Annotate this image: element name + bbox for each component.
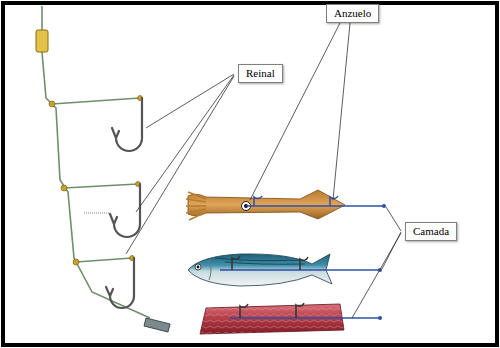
meat-strip bbox=[200, 303, 382, 334]
leader-line bbox=[126, 23, 401, 318]
rig bbox=[42, 6, 150, 318]
frame bbox=[3, 3, 497, 345]
rig-hook bbox=[106, 98, 142, 308]
knot bbox=[49, 96, 143, 266]
part-label: Reinal bbox=[246, 67, 275, 80]
swivel bbox=[36, 30, 48, 52]
part-label: Anzuelo bbox=[334, 7, 371, 20]
fish bbox=[188, 254, 382, 286]
part-label: Camada bbox=[413, 225, 449, 238]
sinker bbox=[144, 318, 170, 332]
callout-box: Reinal bbox=[238, 64, 283, 83]
marking bbox=[84, 213, 110, 214]
callout-box: Camada bbox=[405, 222, 457, 241]
squid bbox=[186, 190, 386, 220]
callout-box: Anzuelo bbox=[326, 4, 379, 23]
